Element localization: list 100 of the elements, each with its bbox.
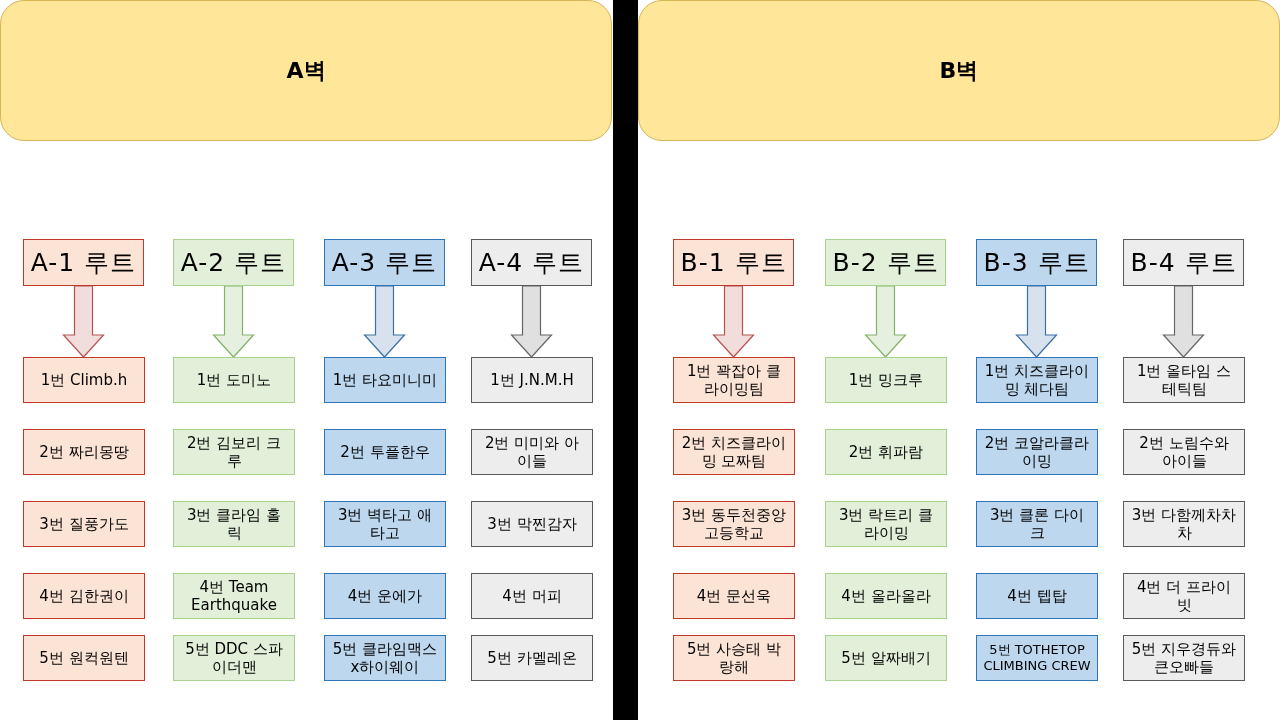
node-text: 3번 클론 다이크: [988, 506, 1086, 542]
team-box: [976, 635, 1098, 681]
node-text: 5번 클라임맥스x하이웨이: [331, 640, 439, 676]
team-box: [673, 357, 795, 403]
team-box: [173, 501, 295, 547]
node-text: 3번 다함께차차차: [1130, 506, 1238, 542]
node-text: 2번 투플한우: [340, 443, 430, 461]
team-box: [1123, 573, 1245, 619]
node-text: A-1 루트: [30, 247, 137, 279]
node-text: 4번 더 프라이빗: [1135, 578, 1233, 614]
team-box: [324, 357, 446, 403]
team-box: [825, 635, 947, 681]
divider-bar: [613, 0, 638, 720]
node-text: 1번 올타임 스테틱팀: [1135, 362, 1233, 398]
down-arrow: [1015, 285, 1058, 358]
team-box: [673, 635, 795, 681]
team-box: [23, 501, 145, 547]
node-text: 5번 TOTHETOP CLIMBING CREW: [983, 642, 1091, 674]
node-text: 5번 알짜배기: [841, 649, 931, 667]
down-arrow: [363, 285, 406, 358]
team-box: [23, 429, 145, 475]
node-text: 2번 노림수와 아이들: [1138, 434, 1230, 470]
node-text: 4번 머피: [502, 587, 562, 605]
node-text: 3번 질풍가도: [39, 515, 129, 533]
route-box: [673, 239, 794, 286]
node-text: 5번 원컥원텐: [39, 649, 129, 667]
team-box: [673, 429, 795, 475]
node-text: A-4 루트: [478, 247, 585, 279]
team-box: [23, 635, 145, 681]
node-text: 4번 텝탑: [1007, 587, 1067, 605]
route-box: [1123, 239, 1244, 286]
down-arrow: [62, 285, 105, 358]
node-text: 3번 클라임 홀릭: [185, 506, 283, 542]
down-arrow: [864, 285, 907, 358]
team-box: [23, 573, 145, 619]
team-box: [471, 635, 593, 681]
team-box: [673, 573, 795, 619]
node-text: 1번 도미노: [196, 371, 272, 389]
team-box: [825, 357, 947, 403]
down-arrow: [212, 285, 255, 358]
node-text: B벽: [939, 56, 979, 85]
route-box: [23, 239, 144, 286]
node-text: B-1 루트: [680, 247, 787, 279]
team-box: [324, 429, 446, 475]
team-box: [23, 357, 145, 403]
down-arrow: [712, 285, 755, 358]
route-box: [471, 239, 592, 286]
team-box: [976, 573, 1098, 619]
node-text: 2번 김보리 크루: [185, 434, 283, 470]
node-text: 1번 치즈클라이밍 체다팀: [983, 362, 1091, 398]
node-text: 4번 문선욱: [696, 587, 772, 605]
route-box: [976, 239, 1097, 286]
route-box: [825, 239, 946, 286]
node-text: B-3 루트: [983, 247, 1090, 279]
team-box: [471, 501, 593, 547]
node-text: 1번 밍크루: [848, 371, 924, 389]
node-text: 4번 김한권이: [39, 587, 129, 605]
team-box: [673, 501, 795, 547]
node-text: B-2 루트: [832, 247, 939, 279]
team-box: [173, 357, 295, 403]
down-arrow: [1162, 285, 1205, 358]
team-box: [324, 573, 446, 619]
node-text: 3번 락트리 클라이밍: [837, 506, 935, 542]
team-box: [825, 573, 947, 619]
node-text: A-2 루트: [180, 247, 287, 279]
node-text: 5번 DDC 스파이더맨: [184, 640, 284, 676]
node-text: 4번 운에가: [347, 587, 423, 605]
node-text: 2번 코알라클라이밍: [983, 434, 1091, 470]
node-text: 1번 꽉잡아 클라이밍팀: [685, 362, 783, 398]
route-box: [173, 239, 294, 286]
node-text: 1번 Climb.h: [40, 371, 128, 389]
node-text: B-4 루트: [1130, 247, 1237, 279]
node-text: 4번 올라올라: [841, 587, 931, 605]
team-box: [976, 357, 1098, 403]
team-box: [471, 429, 593, 475]
node-text: A벽: [286, 56, 326, 85]
team-box: [825, 429, 947, 475]
node-text: 5번 사승태 박랑해: [685, 640, 783, 676]
team-box: [324, 501, 446, 547]
team-box: [173, 573, 295, 619]
node-text: 3번 동두천중앙고등학교: [680, 506, 788, 542]
node-text: 2번 짜리몽땅: [39, 443, 129, 461]
team-box: [173, 429, 295, 475]
team-box: [1123, 501, 1245, 547]
node-text: 1번 타요미니미: [332, 371, 438, 389]
down-arrow: [510, 285, 553, 358]
team-box: [976, 429, 1098, 475]
wall-header-box: [638, 0, 1280, 141]
node-text: 1번 J.N.M.H: [490, 371, 574, 389]
team-box: [173, 635, 295, 681]
team-box: [1123, 429, 1245, 475]
node-text: A-3 루트: [331, 247, 438, 279]
team-box: [1123, 357, 1245, 403]
wall-header-box: [0, 0, 612, 141]
team-box: [471, 573, 593, 619]
node-text: 3번 막찐감자: [487, 515, 577, 533]
node-text: 2번 미미와 아이들: [483, 434, 581, 470]
node-text: 2번 휘파람: [848, 443, 924, 461]
node-text: 5번 카멜레온: [487, 649, 577, 667]
team-box: [976, 501, 1098, 547]
